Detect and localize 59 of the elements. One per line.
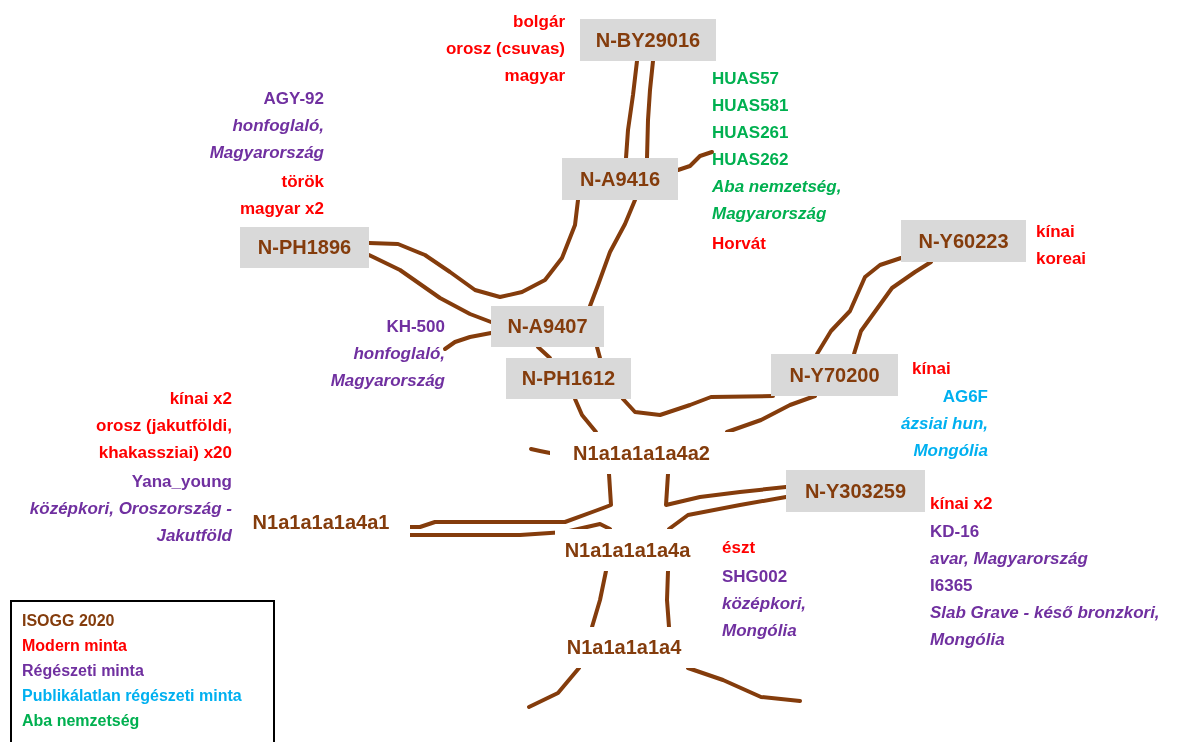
sample-label: magyar xyxy=(504,65,565,87)
sample-label: török xyxy=(281,171,324,193)
sample-label: észt xyxy=(722,537,756,559)
haplogroup-box: N-PH1896 xyxy=(240,227,369,268)
sample-label: középkori, Mongólia xyxy=(722,593,808,642)
sample-label: HUAS581 xyxy=(712,95,789,117)
haplogroup-box: N-A9407 xyxy=(491,306,604,347)
sample-label: AG6F xyxy=(942,386,988,408)
tree-branch xyxy=(725,394,817,434)
sample-label: HUAS261 xyxy=(712,122,789,144)
sample-label: középkori, Oroszország - Jakutföld xyxy=(28,498,232,547)
tree-branch xyxy=(664,472,788,507)
haplogroup-box: N-BY29016 xyxy=(580,19,716,61)
tree-branch xyxy=(573,397,598,434)
sample-label: kínai xyxy=(1036,221,1075,243)
haplogroup-box: N-Y70200 xyxy=(771,354,898,396)
tree-branch xyxy=(536,345,602,360)
sample-label: SHG002 xyxy=(722,566,788,588)
tree-branch xyxy=(527,666,802,709)
sample-label: orosz (jakutföldi, khakassziai) x20 xyxy=(95,415,232,464)
sample-label: avar, Magyarország xyxy=(930,548,1088,570)
haplogroup-box: N-PH1612 xyxy=(506,358,631,399)
tree-branch xyxy=(529,447,552,455)
sample-label: kínai xyxy=(912,358,951,380)
sample-label: honfoglaló, Magyarország xyxy=(208,115,324,164)
sample-label: HUAS57 xyxy=(712,68,780,90)
haplogroup-box: N-Y303259 xyxy=(786,470,925,512)
sample-label: KH-500 xyxy=(386,316,445,338)
sample-label: ázsiai hun, Mongólia xyxy=(900,413,988,462)
sample-label: honfoglaló, Magyarország xyxy=(329,343,445,392)
haplogroup-box: N-A9416 xyxy=(562,158,678,200)
sample-label: Yana_young xyxy=(131,471,232,493)
legend-label: Publikálatlan régészeti minta xyxy=(22,686,242,706)
sample-label: magyar x2 xyxy=(239,198,324,220)
sample-label: KD-16 xyxy=(930,521,980,543)
sample-label: koreai xyxy=(1036,248,1087,270)
tree-branch xyxy=(815,256,933,356)
tree-branch xyxy=(588,198,637,308)
sample-label: orosz (csuvas) xyxy=(445,38,565,60)
tree-branch xyxy=(667,495,788,531)
legend-label: Modern minta xyxy=(22,636,127,656)
haplogroup-box: N-Y60223 xyxy=(901,220,1026,262)
sample-label: kínai x2 xyxy=(930,493,993,515)
tree-branch xyxy=(624,59,655,160)
legend-label: Aba nemzetség xyxy=(22,711,140,731)
tree-branch xyxy=(621,394,775,417)
sample-label: Slab Grave - késő bronzkori, Mongólia xyxy=(930,602,1161,651)
legend-label: ISOGG 2020 xyxy=(22,611,115,631)
sample-label: kínai x2 xyxy=(169,388,232,410)
sample-label: Horvát xyxy=(712,233,766,255)
sample-label: bolgár xyxy=(513,11,565,33)
sample-label: I6365 xyxy=(930,575,973,597)
tree-branch xyxy=(590,569,671,629)
sample-label: HUAS262 xyxy=(712,149,789,171)
sample-label: Aba nemzetség, Magyarország xyxy=(712,176,843,225)
sample-label: AGY-92 xyxy=(263,88,324,110)
legend-label: Régészeti minta xyxy=(22,661,144,681)
haplogroup-box: N1a1a1a1a4a2 xyxy=(550,432,733,474)
tree-branch xyxy=(443,331,493,351)
